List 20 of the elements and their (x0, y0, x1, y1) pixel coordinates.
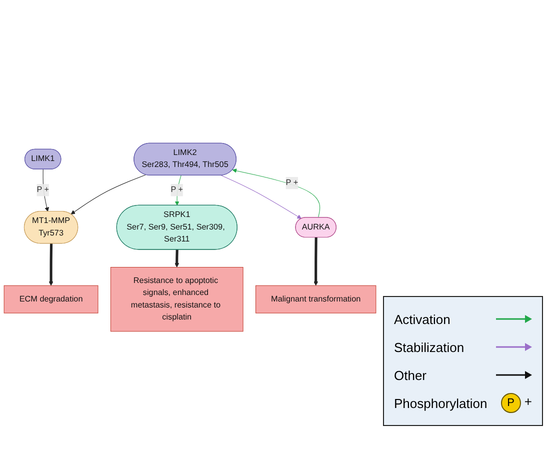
node-box: Resistance to apoptotic signals, enhanced metastasis, resistance to cisplatin (110, 266, 244, 332)
arrow (48, 243, 54, 286)
legend-label: Stabilization (394, 340, 464, 354)
edge-label: P + (170, 185, 184, 194)
arrow (314, 237, 318, 286)
edge-label: P + (286, 178, 298, 187)
arrow (42, 168, 50, 212)
phosphate-badge: P (500, 393, 521, 413)
arrow (232, 168, 320, 218)
arrow (70, 174, 146, 214)
legend-label: Activation (394, 312, 450, 326)
arrow (174, 174, 182, 206)
legend-label: Phosphorylation (394, 396, 488, 410)
plus-sign: + (523, 394, 532, 409)
node-box: ECM degradation (4, 285, 98, 314)
arrow (174, 249, 180, 268)
arrow (220, 174, 302, 219)
node-box: Malignant transformation (256, 285, 376, 314)
legend-label: Other (394, 368, 427, 382)
edge-label: P + (36, 185, 50, 194)
